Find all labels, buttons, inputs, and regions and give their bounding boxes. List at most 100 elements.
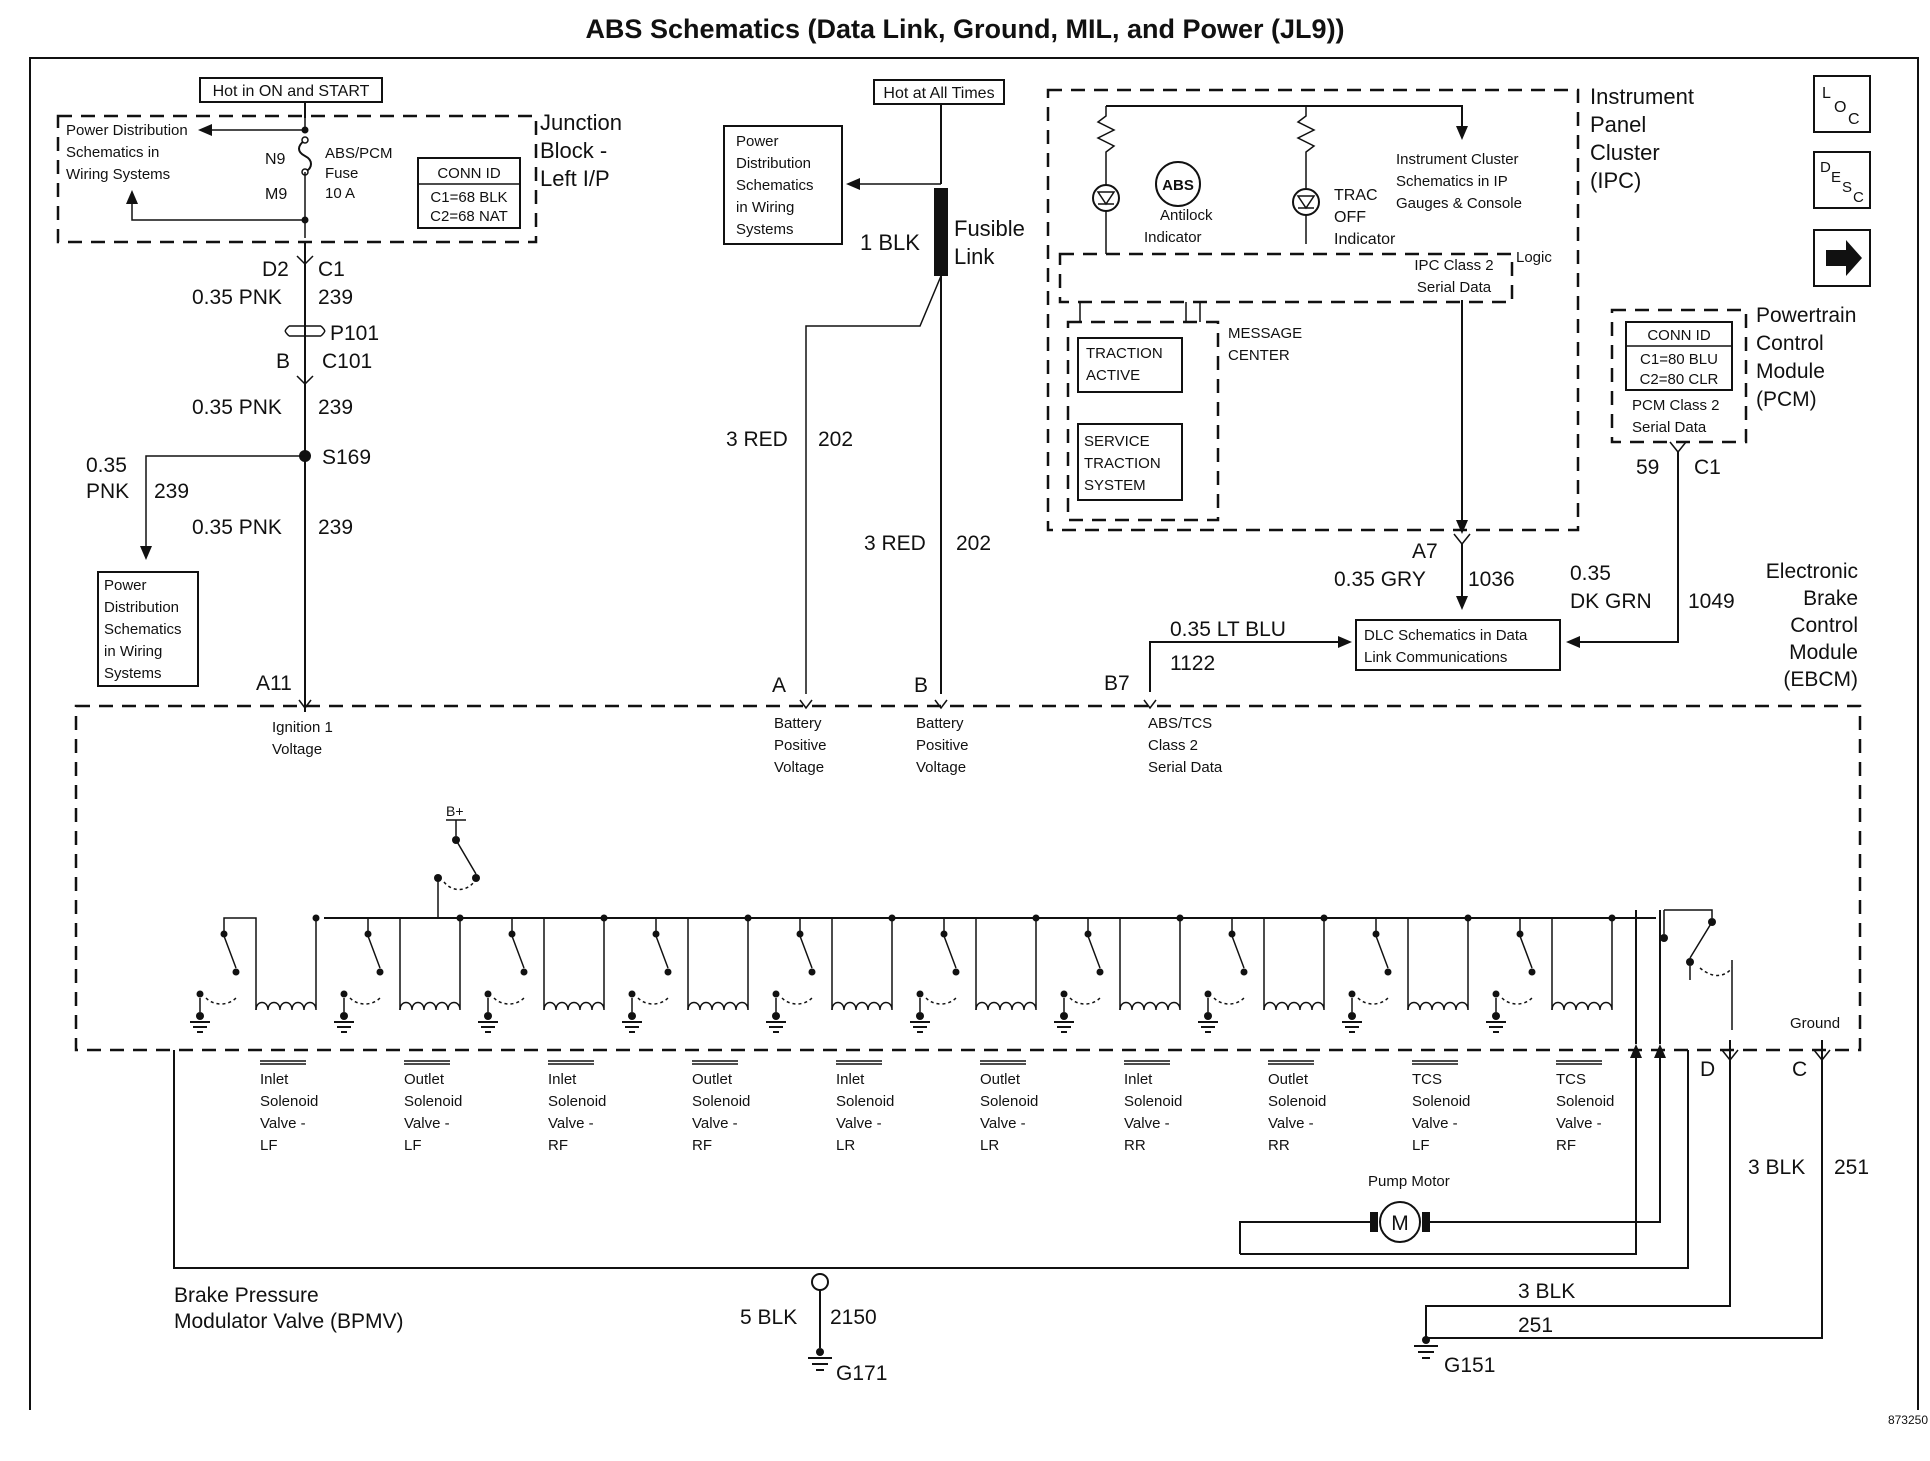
svg-text:PCM Class 2: PCM Class 2 xyxy=(1632,397,1720,414)
svg-text:Schematics in: Schematics in xyxy=(66,144,159,161)
svg-text:Valve -: Valve - xyxy=(1412,1115,1458,1132)
svg-text:Inlet: Inlet xyxy=(1124,1071,1153,1088)
hot-at-all-times-label: Hot at All Times xyxy=(873,79,1005,105)
solenoid-coil-icon xyxy=(399,918,461,1011)
svg-text:Positive: Positive xyxy=(774,737,827,754)
solenoid-coil-icon xyxy=(543,918,605,1011)
arrow-down-icon xyxy=(140,546,152,560)
ground-icon xyxy=(1054,1021,1074,1033)
svg-text:C1=68 BLK: C1=68 BLK xyxy=(430,189,507,206)
arrow-left-icon xyxy=(846,178,860,190)
svg-text:Valve -: Valve - xyxy=(404,1115,450,1132)
svg-text:Solenoid: Solenoid xyxy=(1412,1093,1470,1110)
svg-text:Systems: Systems xyxy=(736,221,794,238)
svg-text:Schematics in IP: Schematics in IP xyxy=(1396,173,1508,190)
svg-text:M: M xyxy=(1391,1212,1409,1235)
svg-text:Control: Control xyxy=(1756,332,1824,355)
svg-text:5 BLK: 5 BLK xyxy=(740,1306,797,1329)
ebcm-outline xyxy=(74,704,1862,1052)
svg-text:Brake: Brake xyxy=(1803,587,1858,610)
solenoid-coil-icon xyxy=(1551,918,1613,1011)
svg-text:ABS: ABS xyxy=(1162,177,1194,194)
power-distribution-ref-box: Power Distribution Schematics in Wiring … xyxy=(97,571,199,687)
svg-text:C2=68 NAT: C2=68 NAT xyxy=(430,208,508,225)
svg-text:TRAC: TRAC xyxy=(1334,187,1378,204)
svg-text:LR: LR xyxy=(980,1137,999,1154)
svg-text:TCS: TCS xyxy=(1556,1071,1586,1088)
svg-text:2150: 2150 xyxy=(830,1306,877,1329)
svg-text:239: 239 xyxy=(154,480,189,503)
figure-id: 873250 xyxy=(1888,1413,1928,1427)
svg-text:Voltage: Voltage xyxy=(272,741,322,758)
loc-button[interactable]: L O C xyxy=(1813,75,1871,133)
svg-text:Solenoid: Solenoid xyxy=(692,1093,750,1110)
solenoid-driver-group xyxy=(190,914,1656,1033)
svg-text:Solenoid: Solenoid xyxy=(980,1093,1038,1110)
svg-text:RR: RR xyxy=(1268,1137,1290,1154)
solenoid-driver xyxy=(1342,914,1472,1033)
arrow-down-icon xyxy=(1456,520,1468,534)
pin-c: C xyxy=(1792,1058,1807,1081)
svg-text:Outlet: Outlet xyxy=(692,1071,733,1088)
svg-text:Inlet: Inlet xyxy=(548,1071,577,1088)
svg-text:in Wiring: in Wiring xyxy=(104,643,162,660)
svg-text:Panel: Panel xyxy=(1590,112,1646,137)
svg-text:0.35 PNK: 0.35 PNK xyxy=(192,516,282,539)
svg-text:Left I/P: Left I/P xyxy=(540,166,610,191)
svg-text:LF: LF xyxy=(404,1137,422,1154)
junction-block-name: Junction xyxy=(540,110,622,135)
arrow-down-icon xyxy=(1456,596,1468,610)
svg-text:P101: P101 xyxy=(330,322,379,345)
svg-text:Inlet: Inlet xyxy=(260,1071,289,1088)
svg-text:Pump Motor: Pump Motor xyxy=(1368,1173,1450,1190)
pin-a11: A11 xyxy=(256,672,292,695)
ground-icon xyxy=(622,1021,642,1033)
svg-text:C2=80 CLR: C2=80 CLR xyxy=(1640,371,1719,388)
led-icon xyxy=(1092,184,1120,212)
svg-text:3 BLK: 3 BLK xyxy=(1748,1156,1805,1179)
solenoid-coil-icon xyxy=(687,918,749,1011)
svg-text:TRACTION: TRACTION xyxy=(1086,345,1163,362)
svg-text:B+: B+ xyxy=(446,803,464,819)
svg-text:Valve -: Valve - xyxy=(1268,1115,1314,1132)
svg-text:1049: 1049 xyxy=(1688,590,1735,613)
bpmv-outline xyxy=(173,1050,1689,1269)
svg-text:in Wiring: in Wiring xyxy=(736,199,794,216)
svg-text:TRACTION: TRACTION xyxy=(1084,455,1161,472)
svg-text:Control: Control xyxy=(1790,614,1858,637)
ipc-name: Instrument xyxy=(1590,84,1694,109)
svg-text:Battery: Battery xyxy=(774,715,822,732)
svg-text:Valve -: Valve - xyxy=(980,1115,1026,1132)
next-page-button[interactable] xyxy=(1813,229,1871,287)
svg-text:0.35: 0.35 xyxy=(86,454,127,477)
svg-text:Logic: Logic xyxy=(1516,249,1552,266)
svg-text:Voltage: Voltage xyxy=(774,759,824,776)
page-title: ABS Schematics (Data Link, Ground, MIL, … xyxy=(585,14,1344,44)
ebcm-name: Electronic xyxy=(1766,560,1858,583)
solenoid-driver xyxy=(190,914,320,1033)
svg-text:Voltage: Voltage xyxy=(916,759,966,776)
svg-text:Power: Power xyxy=(736,133,779,150)
svg-text:Wiring Systems: Wiring Systems xyxy=(66,166,170,183)
svg-text:Distribution: Distribution xyxy=(104,599,179,616)
arrow-left-icon xyxy=(198,124,212,136)
svg-text:3 BLK: 3 BLK xyxy=(1518,1280,1575,1303)
arrow-left-icon xyxy=(1566,636,1580,648)
svg-text:CONN ID: CONN ID xyxy=(1647,327,1711,344)
solenoid-driver xyxy=(1054,914,1184,1033)
junction-block-outline xyxy=(56,114,538,244)
pcm-name: Powertrain xyxy=(1756,304,1856,327)
desc-button[interactable]: D E S C xyxy=(1813,151,1871,209)
pump-motor-icon xyxy=(1379,1201,1421,1243)
svg-text:(EBCM): (EBCM) xyxy=(1783,668,1858,691)
pcm-conn-id-box: CONN ID C1=80 BLU C2=80 CLR xyxy=(1625,321,1733,391)
svg-text:202: 202 xyxy=(818,428,853,451)
pcm-outline xyxy=(1610,308,1748,444)
fusible-link-label: Fusible xyxy=(954,216,1025,241)
svg-text:Serial Data: Serial Data xyxy=(1632,419,1707,436)
